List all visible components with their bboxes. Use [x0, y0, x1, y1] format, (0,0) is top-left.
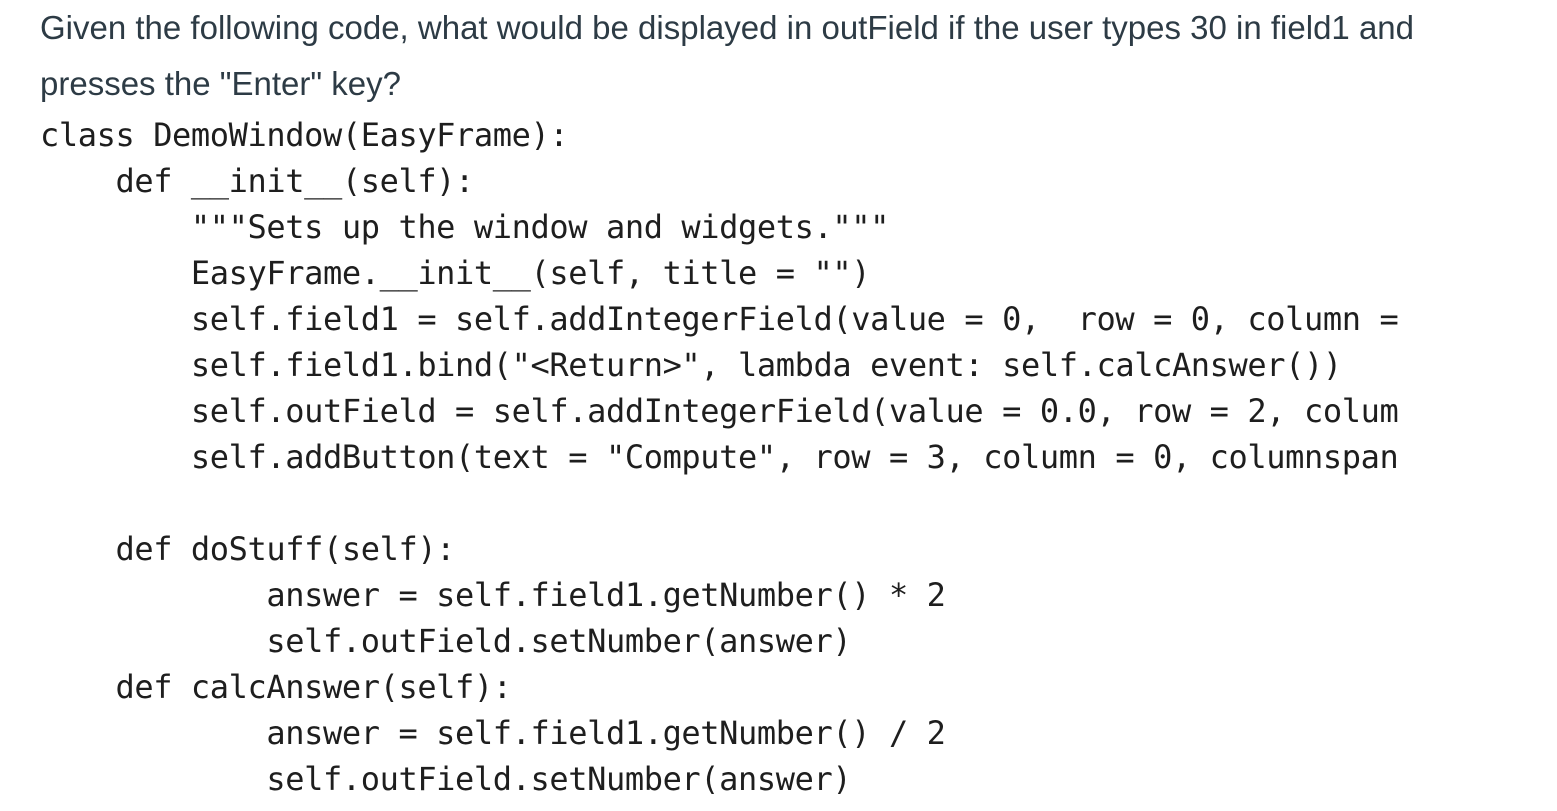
code-line: answer = self.field1.getNumber() * 2	[40, 576, 946, 614]
code-line: self.addButton(text = "Compute", row = 3…	[40, 438, 1399, 476]
code-line: self.outField.setNumber(answer)	[40, 622, 852, 660]
code-line: class DemoWindow(EasyFrame):	[40, 116, 569, 154]
code-line: self.field1.bind("<Return>", lambda even…	[40, 346, 1342, 384]
code-line: self.outField = self.addIntegerField(val…	[40, 392, 1399, 430]
code-line: EasyFrame.__init__(self, title = "")	[40, 254, 871, 292]
code-line: self.field1 = self.addIntegerField(value…	[40, 300, 1399, 338]
question-text: Given the following code, what would be …	[40, 9, 1415, 102]
code-line: answer = self.field1.getNumber() / 2	[40, 714, 946, 752]
code-line: def doStuff(self):	[40, 530, 456, 568]
code-line: def calcAnswer(self):	[40, 668, 512, 706]
code-line: def __init__(self):	[40, 162, 474, 200]
code-line: """Sets up the window and widgets."""	[40, 208, 889, 246]
code-line: self.outField.setNumber(answer)	[40, 760, 852, 798]
code-screenshot: class DemoWindow(EasyFrame): def __init_…	[40, 112, 1486, 802]
